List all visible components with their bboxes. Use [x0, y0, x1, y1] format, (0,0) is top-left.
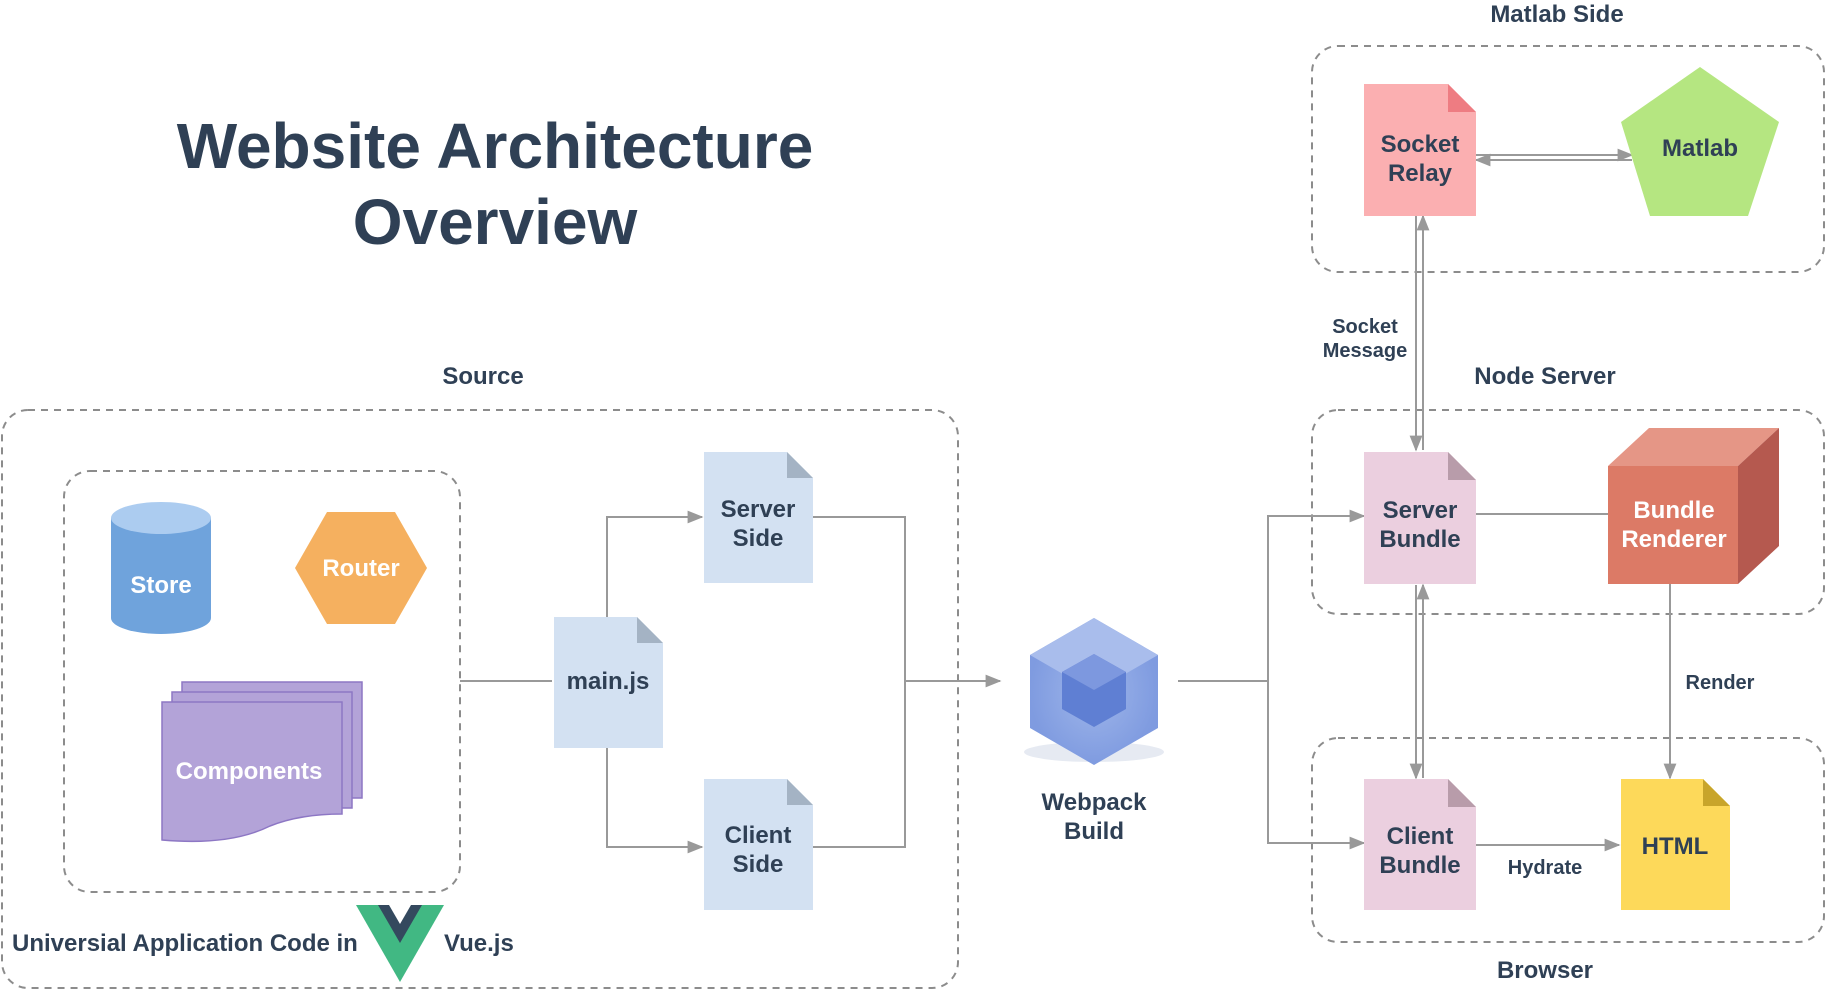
render-label: Render: [1686, 672, 1755, 694]
router-label: Router: [322, 555, 399, 582]
server-bundle-label-2: Bundle: [1379, 526, 1460, 553]
socket-message-label-1: Socket: [1332, 316, 1398, 338]
matlab-label: Matlab: [1662, 135, 1738, 162]
hydrate-label: Hydrate: [1508, 857, 1582, 879]
bundle-renderer-label-2: Renderer: [1621, 526, 1726, 553]
source-label: Source: [442, 363, 523, 390]
mainjs-doc-fold: [637, 617, 663, 643]
node-server-group: [1311, 409, 1825, 615]
matlab-side-group: [1311, 45, 1825, 273]
mainjs-node: main.js: [554, 617, 663, 748]
store-label: Store: [130, 572, 191, 599]
browser-group: [1311, 737, 1825, 943]
html-label: HTML: [1642, 833, 1709, 860]
server-side-doc: [704, 452, 813, 583]
title-line-2: Overview: [353, 186, 638, 258]
matlab-pentagon: [1621, 67, 1779, 216]
bundle-renderer-label-1: Bundle: [1633, 497, 1714, 524]
router-node: Router: [295, 512, 427, 624]
title-line-1: Website Architecture: [177, 110, 814, 182]
client-bundle-doc-fold: [1448, 779, 1476, 807]
html-doc-fold: [1703, 779, 1730, 806]
store-cylinder-top: [111, 502, 211, 534]
footer-prefix: Universial Application Code in: [12, 930, 358, 957]
bundle-renderer-side: [1738, 428, 1779, 584]
webpack-icon-inner-top: [1062, 654, 1126, 690]
server-side-doc-fold: [787, 452, 813, 478]
server-bundle-label-1: Server: [1383, 497, 1458, 524]
server-bundle-doc: [1364, 452, 1476, 584]
router-hexagon: [295, 512, 427, 624]
client-bundle-label-2: Bundle: [1379, 852, 1460, 879]
client-bundle-label-1: Client: [1387, 823, 1454, 850]
store-cylinder-body: [111, 518, 211, 634]
edge-webpack-clientbundle: [1267, 681, 1366, 850]
source-group: [1, 409, 959, 989]
edge-mainjs-serverside: [606, 510, 704, 617]
components-label: Components: [176, 758, 323, 785]
vue-logo-outer: [356, 905, 444, 982]
html-doc: [1621, 779, 1730, 910]
matlab-side-label: Matlab Side: [1490, 1, 1623, 28]
bundle-renderer-front: [1608, 466, 1738, 584]
client-side-doc-fold: [787, 779, 813, 805]
server-side-node: Server Side: [704, 452, 813, 583]
socket-relay-label-2: Relay: [1388, 160, 1453, 187]
socket-relay-doc: [1364, 84, 1476, 216]
mainjs-doc: [554, 617, 663, 748]
socket-relay-doc-fold: [1448, 84, 1476, 112]
socket-relay-label-1: Socket: [1381, 131, 1460, 158]
edge-bundle-join: [813, 516, 906, 848]
edge-mainjs-clientside: [606, 748, 704, 854]
matlab-node: Matlab: [1621, 67, 1779, 216]
html-node: HTML: [1621, 779, 1730, 910]
socket-relay-node: Socket Relay: [1364, 84, 1476, 216]
server-side-label-1: Server: [721, 496, 796, 523]
edge-webpack-serverbundle: [1267, 509, 1366, 681]
client-bundle-node: Client Bundle: [1364, 779, 1476, 910]
components-node: Components: [161, 681, 363, 843]
server-bundle-node: Server Bundle: [1364, 452, 1476, 584]
universal-code-group: [63, 470, 461, 893]
server-bundle-doc-fold: [1448, 452, 1476, 480]
client-side-doc: [704, 779, 813, 910]
client-side-label-2: Side: [733, 851, 784, 878]
bundle-renderer-top: [1608, 428, 1779, 466]
webpack-label-1: Webpack: [1042, 789, 1148, 816]
vue-logo-icon: [356, 905, 444, 982]
components-sheet-front: [161, 701, 343, 843]
vue-logo-notch: [389, 905, 411, 924]
socket-message-label-2: Message: [1323, 340, 1408, 362]
client-side-label-1: Client: [725, 822, 792, 849]
node-server-label: Node Server: [1474, 363, 1615, 390]
webpack-node: Webpack Build: [1024, 618, 1164, 845]
store-node: Store: [111, 502, 211, 634]
mainjs-label: main.js: [567, 668, 650, 695]
footer-suffix: Vue.js: [444, 930, 514, 957]
bundle-renderer-node: Bundle Renderer: [1608, 428, 1779, 584]
browser-label: Browser: [1497, 957, 1593, 984]
client-side-node: Client Side: [704, 779, 813, 910]
webpack-label-2: Build: [1064, 818, 1124, 845]
server-side-label-2: Side: [733, 525, 784, 552]
client-bundle-doc: [1364, 779, 1476, 910]
